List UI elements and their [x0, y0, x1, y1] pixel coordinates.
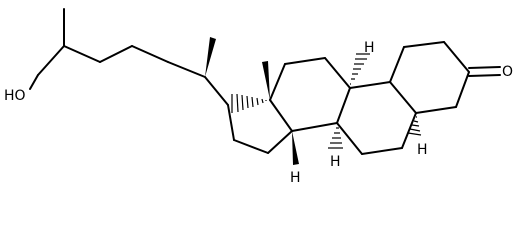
bond-ho-c1	[29, 74, 39, 90]
bond-c1-c2	[37, 45, 65, 76]
hash-c9-h	[350, 53, 370, 85]
ring-a	[389, 41, 501, 114]
wedge-c14-h	[292, 131, 299, 165]
hash-c13-c17	[231, 93, 267, 113]
bond-c5-c6	[401, 112, 417, 149]
bond-c3-c4	[99, 45, 133, 63]
hydroxyl-label: HO	[4, 88, 26, 104]
bond-c9-c10	[349, 81, 391, 89]
hash-c8-h	[328, 127, 343, 149]
bond-c17-c16	[227, 104, 235, 141]
bond-c14-c13	[269, 99, 293, 132]
hydrogen-c5-label: H	[417, 142, 428, 158]
hydrogen-c8-label: H	[330, 154, 341, 170]
ketone-oxygen-label: O	[502, 64, 513, 80]
bond-c6-c7	[361, 147, 403, 155]
bond-c15-c14	[267, 130, 293, 154]
bond-c4-c5	[131, 45, 169, 63]
bond-ketone-2	[468, 74, 501, 77]
bond-c9-c8	[336, 87, 351, 124]
bond-ketone-1	[468, 66, 501, 69]
side-chain	[29, 8, 229, 106]
bond-c13-c12	[269, 63, 286, 101]
bond-c4-c5a	[415, 106, 457, 114]
ring-d	[227, 61, 293, 154]
bond-c1-c2a	[403, 41, 445, 48]
bond-c5-c20	[167, 61, 206, 78]
bond-c10-c5	[389, 81, 417, 114]
hash-c5-h	[407, 116, 422, 136]
ring-b	[336, 81, 417, 155]
steroid-structure-diagram: HO O H H H H	[4, 8, 513, 186]
bond-c16-c15	[233, 139, 269, 154]
bond-c12-c11	[284, 57, 326, 65]
bond-c20-c17	[204, 76, 229, 106]
hydrogen-c9-label: H	[364, 40, 375, 56]
bond-c10-c1	[389, 46, 405, 83]
ring-c	[269, 57, 351, 132]
bond-c2-c3a	[443, 41, 470, 73]
hydrogen-c14-label: H	[290, 170, 301, 186]
bond-c7-c8	[336, 122, 363, 155]
bond-c11-c9	[324, 57, 351, 89]
wedge-c13-methyl	[262, 61, 270, 100]
bond-c8-c14	[291, 122, 338, 132]
bond-c2-c3	[63, 45, 101, 63]
bond-c3-c4a	[455, 71, 470, 108]
wedge-c20-methyl	[205, 37, 216, 77]
